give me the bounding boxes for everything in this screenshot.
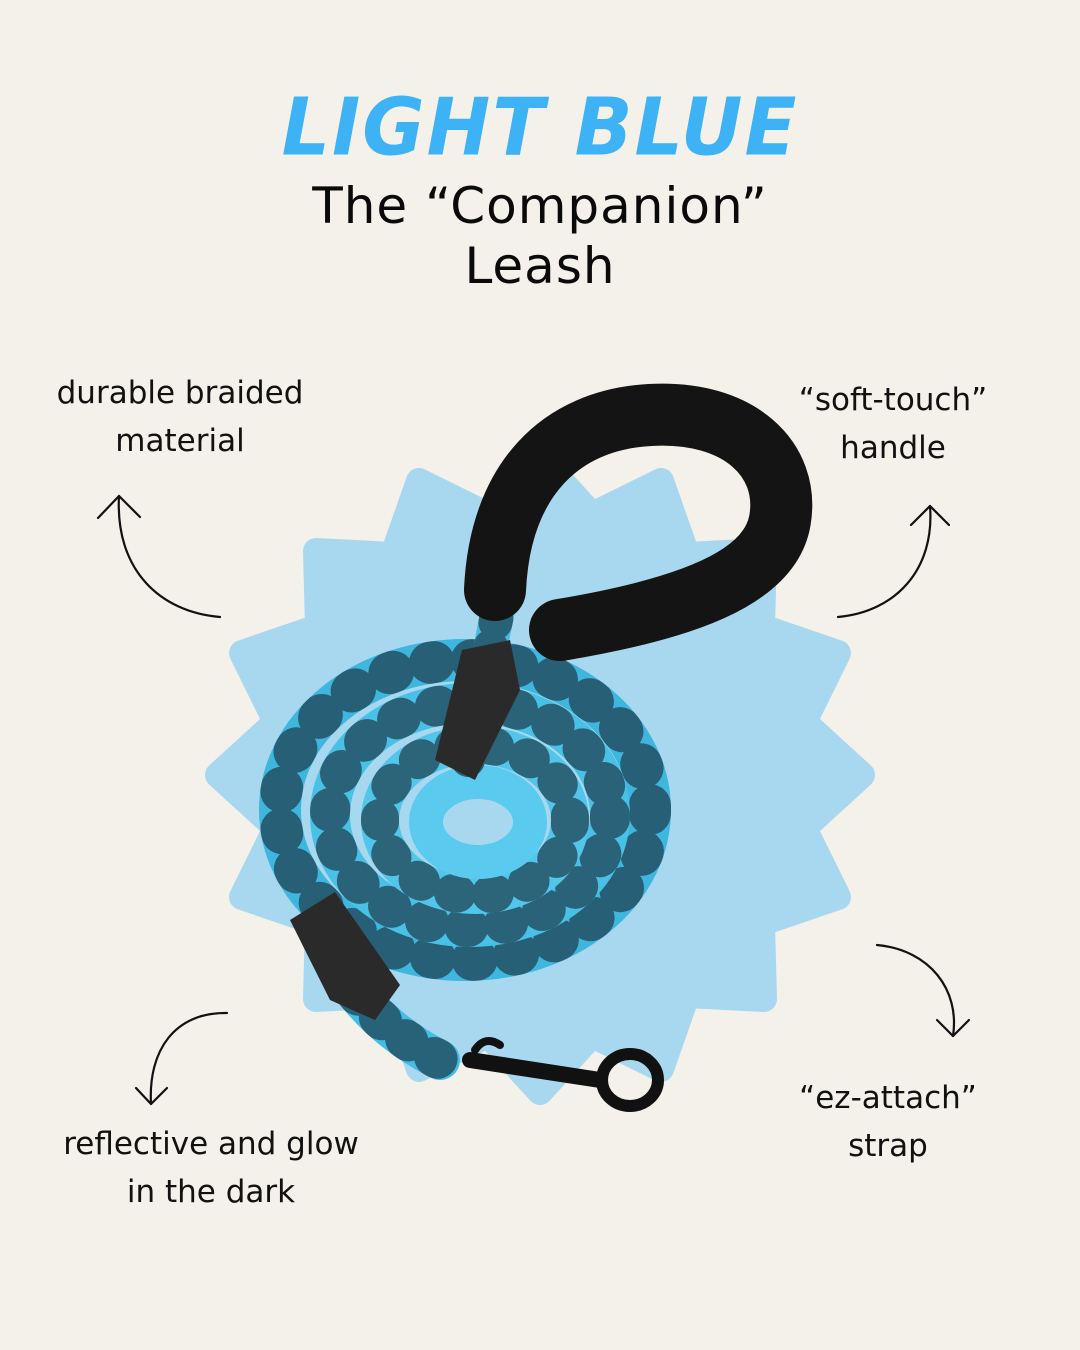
product-title-line2: Leash [464, 237, 616, 295]
callout-line2: handle [840, 430, 946, 466]
color-heading: LIGHT BLUE [281, 79, 799, 174]
snap-clip [462, 1037, 664, 1112]
callout-reflective: reflective and glow in the dark [36, 1120, 386, 1216]
callout-line2: strap [848, 1128, 928, 1164]
callout-soft-touch-handle: “soft-touch” handle [773, 376, 1013, 472]
upper-end-cap [435, 640, 520, 780]
product-title: The “Companion” Leash [0, 176, 1080, 296]
arrow-up-left-icon [96, 494, 222, 619]
arrow-down-right-icon [875, 943, 971, 1038]
callout-line1: reflective and glow [63, 1126, 359, 1162]
product-title-line1: The “Companion” [312, 177, 768, 235]
callout-line1: “soft-touch” [798, 382, 988, 418]
callout-line1: “ez-attach” [799, 1080, 977, 1116]
callout-ez-attach-strap: “ez-attach” strap [768, 1074, 1008, 1170]
arrow-down-left-icon [134, 1011, 229, 1106]
callout-line2: in the dark [126, 1174, 296, 1210]
arrow-up-right-icon [836, 504, 951, 619]
soft-touch-handle [464, 383, 813, 661]
lower-end-cap [290, 892, 400, 1020]
callout-line1: durable braided [56, 375, 304, 411]
callout-braided-material: durable braided material [30, 369, 330, 465]
callout-line2: material [115, 423, 245, 459]
